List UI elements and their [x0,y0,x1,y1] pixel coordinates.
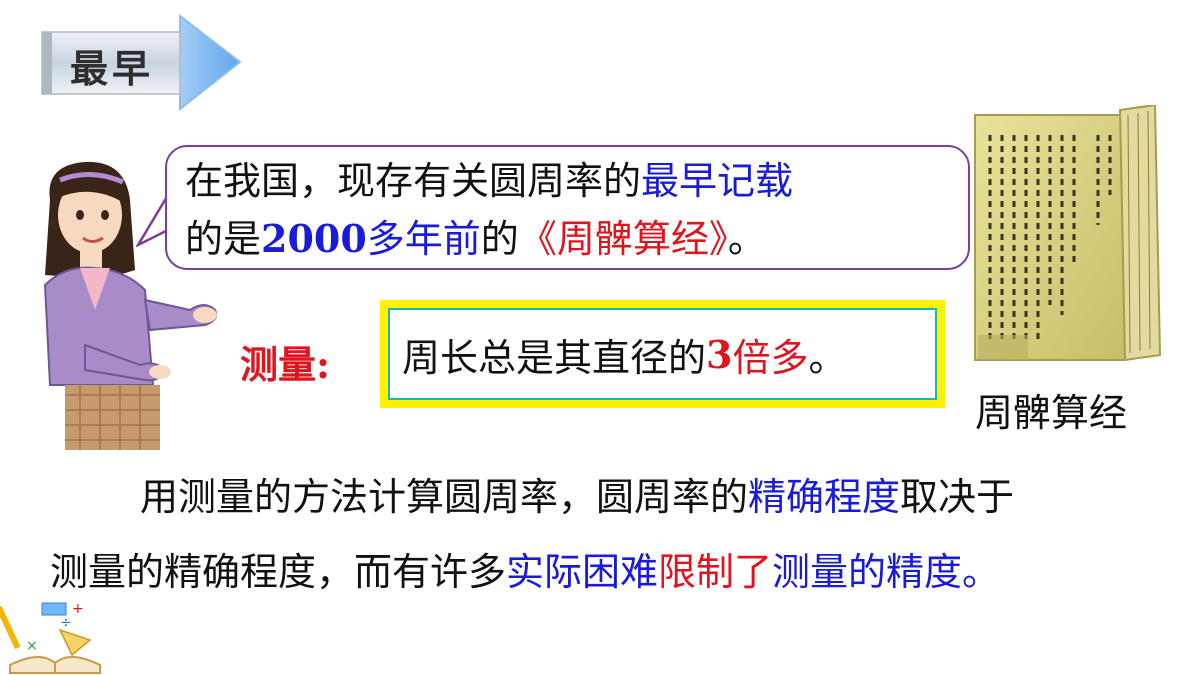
precision-highlight: 精确程度 [748,475,901,519]
limited-highlight: 限制了 [658,550,773,594]
earliest-record-highlight: 最早记载 [641,159,794,203]
scroll-caption: 周髀算经 [975,391,1128,435]
paragraph-line-2: 测量的精确程度，而有许多实际困难限制了测量的精度。 [50,550,1001,594]
stationery-decoration-icon: × + ÷ [0,601,101,674]
speech-bubble-tail [136,194,170,248]
svg-text:+: + [72,601,84,617]
bubble-line-2: 的是2000多年前的《周髀算经》。 [185,216,766,261]
speech-bubble [165,145,970,270]
practical-difficulty-highlight: 实际困难 [506,550,659,594]
section-tag-arrow [41,14,242,112]
teacher-illustration [43,161,218,450]
bubble-line-1: 在我国，现存有关圆周率的最早记载 [185,159,794,203]
section-tag-label: 最早 [70,47,155,91]
year-count-highlight: 2000 [261,216,367,261]
svg-text:×: × [26,638,38,654]
zhoubi-suanjing-scroll-image [974,105,1162,362]
svg-text:÷: ÷ [60,615,72,631]
paragraph-line-1: 用测量的方法计算圆周率，圆周率的精确程度取决于 [140,475,1015,519]
book-title-highlight: 《周髀算经》 [518,217,728,261]
multiple-number: 3 [706,331,733,377]
measure-label: 测量: [240,342,331,387]
